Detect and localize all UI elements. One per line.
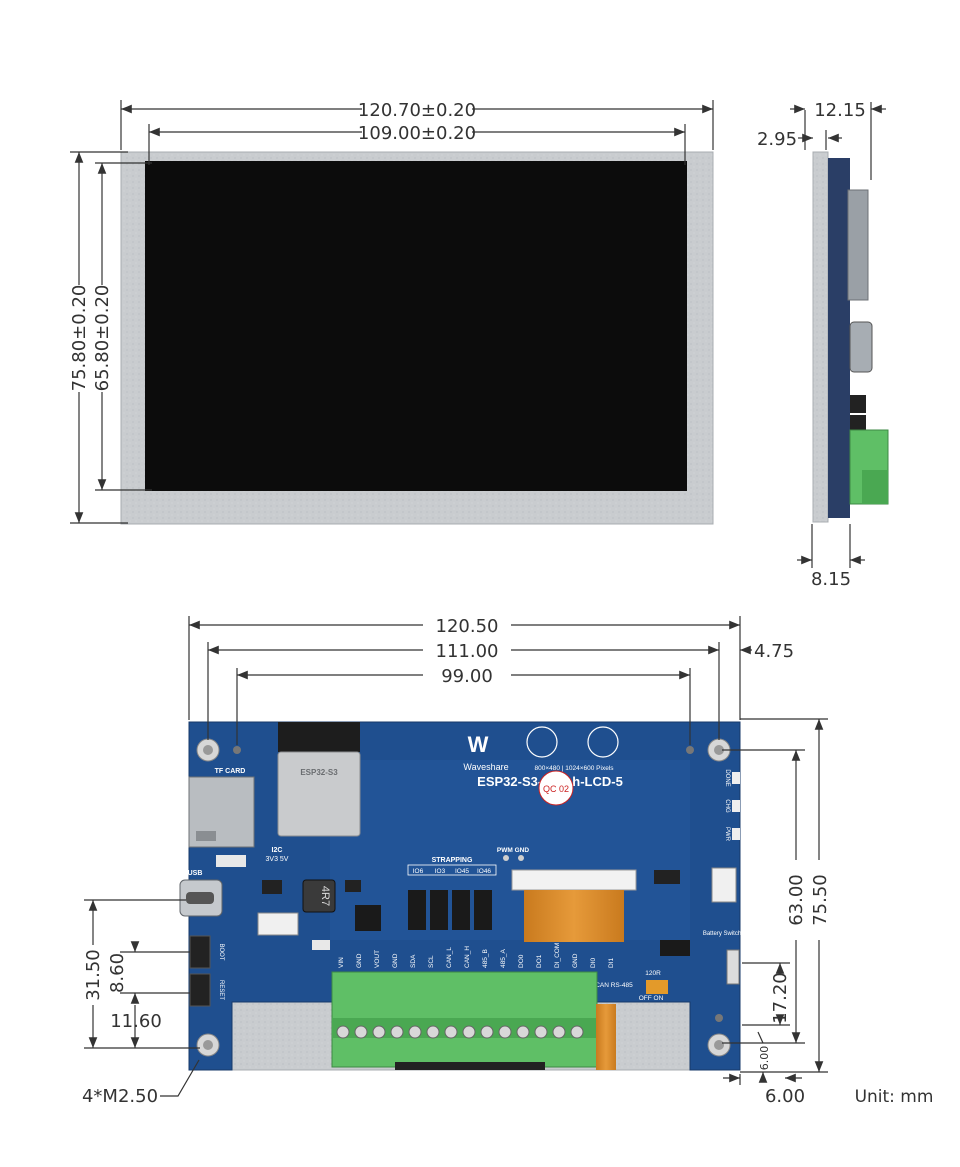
dim-6-00-horizontal: 6.00 xyxy=(765,1086,805,1107)
battery-switch xyxy=(726,949,740,985)
dim-depth-total: 12.15 xyxy=(814,100,866,121)
front-view: 120.70±0.20 109.00±0.20 75.80±0.20 65.80… xyxy=(69,100,714,525)
fpc-tail xyxy=(596,1004,616,1070)
terminal-pin-label: VIN xyxy=(338,957,345,968)
mount-hole-top-right xyxy=(707,738,731,762)
dim-11-60: 11.60 xyxy=(110,1011,162,1032)
qc-sticker xyxy=(538,770,574,806)
terminal-pin-label: DI1 xyxy=(608,958,615,969)
side-view: 12.15 2.95 8.15 xyxy=(757,100,889,590)
back-view: ESP32-S3 TF CARD USB BOOT RESET I2C 3V3 … xyxy=(82,616,933,1107)
strap-pin-3: IO46 xyxy=(477,868,491,875)
side-panel xyxy=(812,151,829,523)
pwm-gnd-label: PWM GND xyxy=(497,847,529,854)
terminal-pin-label: CAN_H xyxy=(464,946,471,968)
boot-label: BOOT xyxy=(218,943,224,960)
strap-switch-3 xyxy=(474,890,492,930)
side-button-2 xyxy=(850,415,866,433)
reset-button xyxy=(189,973,211,1007)
dim-31-50: 31.50 xyxy=(83,949,104,1001)
dim-depth-bottom: 8.15 xyxy=(811,569,851,590)
dim-width-outer: 120.70±0.20 xyxy=(358,100,476,121)
mount-hole-bottom-right xyxy=(707,1033,731,1057)
r120-label: 120R xyxy=(645,970,661,977)
terminal-pin-label: DI_COM xyxy=(554,943,561,968)
dim-panel-thickness: 2.95 xyxy=(757,129,797,150)
terminal-pin-label: DO1 xyxy=(536,954,543,968)
strapping-label: STRAPPING xyxy=(432,857,473,864)
terminal-pin-label: VOUT xyxy=(374,950,381,968)
dim-board-width: 120.50 xyxy=(436,616,499,637)
dim-hole-spacing-x: 111.00 xyxy=(436,641,499,662)
strap-pin-0: IO6 xyxy=(413,868,424,875)
side-terminal-2 xyxy=(862,470,888,504)
terminal-pin-label: 485_B xyxy=(482,949,489,968)
inductor-label: 4R7 xyxy=(319,886,331,906)
i2c-pins-label: 3V3 5V xyxy=(266,856,289,863)
inductor xyxy=(302,879,336,913)
resolution-label: 800×480 | 1024×600 Pixels xyxy=(534,765,614,772)
can-rs485-label: CAN RS-485 xyxy=(595,982,633,989)
waveshare-logo-icon: W xyxy=(468,732,489,757)
terminal-pin-label: GND xyxy=(572,953,579,968)
mark-circle-2 xyxy=(587,726,619,758)
qc-sticker-label: QC 02 xyxy=(543,784,569,794)
strap-switch-1 xyxy=(430,890,448,930)
dim-inner-spacing-x: 99.00 xyxy=(441,666,493,687)
boot-button xyxy=(189,935,211,969)
side-label-done: DONE xyxy=(724,769,730,786)
i2c-label: I2C xyxy=(272,847,283,854)
mark-circle-1 xyxy=(526,726,558,758)
terminal-pin-label: DI0 xyxy=(590,958,597,969)
terminal-pin-label: CAN_L xyxy=(446,947,453,968)
terminal-pin-label: 485_A xyxy=(500,949,507,968)
side-label-pwr: PWR xyxy=(724,827,730,842)
esp32-module-antenna xyxy=(278,722,360,752)
battery-connector xyxy=(711,867,737,903)
terminal-pin-labels: VIN GND VOUT GND SDA SCL CAN_L CAN_H 485… xyxy=(338,943,615,968)
off-on-label: OFF ON xyxy=(639,995,664,1002)
side-usb-port xyxy=(849,321,873,373)
dim-hole-spacing-y: 63.00 xyxy=(786,874,807,926)
dim-board-height: 75.50 xyxy=(810,874,831,926)
reset-label: RESET xyxy=(218,980,224,1000)
fpc-ribbon xyxy=(524,890,624,942)
i2c-connector xyxy=(257,912,299,936)
dim-17-20: 17.20 xyxy=(770,972,791,1024)
dim-height-outer: 75.80±0.20 xyxy=(69,285,90,392)
strap-switch-2 xyxy=(452,890,470,930)
dim-height-display: 65.80±0.20 xyxy=(92,285,113,392)
side-button-1 xyxy=(850,395,866,413)
terminal-screws xyxy=(336,1025,584,1039)
terminal-pin-label: DO0 xyxy=(518,954,525,968)
front-display-area xyxy=(145,161,687,491)
dim-6-00-vertical: 6.00 xyxy=(758,1046,771,1071)
terminal-pin-label: GND xyxy=(356,953,363,968)
dim-width-display: 109.00±0.20 xyxy=(358,123,476,144)
tf-card-label: TF CARD xyxy=(215,768,246,775)
module-label: ESP32-S3 xyxy=(300,768,338,777)
mount-hole-top-left xyxy=(196,738,220,762)
strap-pin-1: IO3 xyxy=(435,868,446,875)
dim-8-60: 8.60 xyxy=(107,953,128,993)
unit-label: Unit: mm xyxy=(855,1087,934,1107)
side-label-chg: CHG xyxy=(724,799,730,813)
side-pcb xyxy=(828,158,850,518)
mount-hole-bottom-left xyxy=(196,1033,220,1057)
brand-label: Waveshare xyxy=(463,762,508,772)
strap-pin-2: IO45 xyxy=(455,868,469,875)
fpc-connector xyxy=(511,869,637,891)
side-tf-slot xyxy=(847,189,869,301)
terminal-pin-label: GND xyxy=(392,953,399,968)
dim-hole-offset-right: 4.75 xyxy=(754,641,794,662)
usb-label: USB xyxy=(188,870,203,877)
strap-switch-0 xyxy=(408,890,426,930)
screw-label: 4*M2.50 xyxy=(82,1086,158,1107)
terminal-pin-label: SDA xyxy=(410,954,417,968)
esp32-module xyxy=(277,751,361,837)
terminal-pin-label: SCL xyxy=(428,955,435,968)
battery-switch-label: Battery Switch xyxy=(703,931,741,937)
termination-switch xyxy=(646,980,668,994)
